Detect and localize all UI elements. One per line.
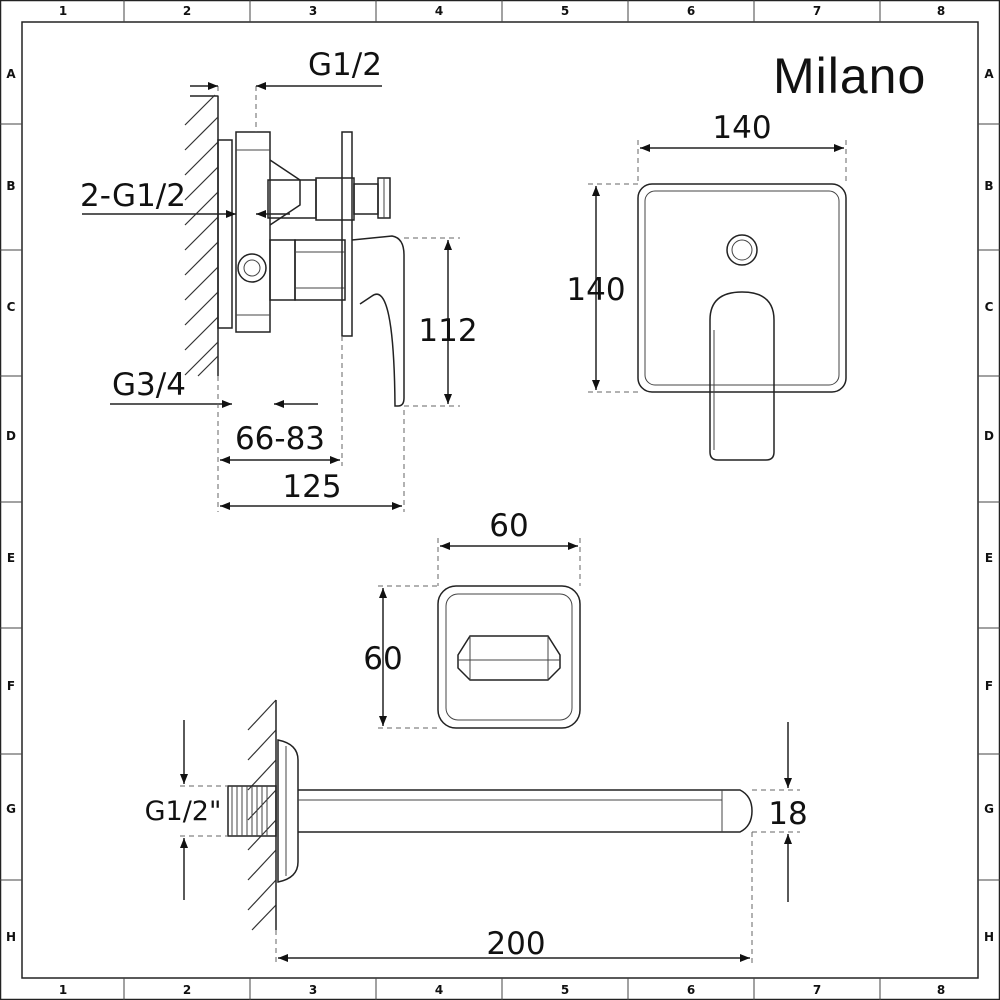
label-spout-length: 200 <box>486 926 545 962</box>
col-label-top-5: 5 <box>561 4 569 18</box>
row-label-right-B: B <box>984 179 993 193</box>
col-label-bottom-8: 8 <box>937 983 945 997</box>
col-label-top-7: 7 <box>813 4 821 18</box>
row-label-right-E: E <box>985 551 993 565</box>
spout-front-view: 60 60 <box>363 508 581 729</box>
label-spout-diameter: 18 <box>768 796 807 832</box>
row-label-right-C: C <box>985 300 994 314</box>
col-label-bottom-7: 7 <box>813 983 821 997</box>
row-label-left-H: H <box>6 930 16 944</box>
row-label-right-D: D <box>984 429 994 443</box>
label-spout-width: 60 <box>489 508 528 544</box>
row-label-left-B: B <box>6 179 15 193</box>
row-label-right-A: A <box>984 67 994 81</box>
col-label-top-8: 8 <box>937 4 945 18</box>
col-label-bottom-4: 4 <box>435 983 443 997</box>
col-label-bottom-5: 5 <box>561 983 569 997</box>
label-inlet-bottom: G3/4 <box>112 367 186 403</box>
spout-side-view: G1/2" 18 200 <box>145 699 808 966</box>
row-label-right-H: H <box>984 930 994 944</box>
label-lever-height: 112 <box>418 313 477 349</box>
row-label-right-F: F <box>985 679 993 693</box>
row-label-left-E: E <box>7 551 15 565</box>
label-depth-range: 66-83 <box>235 421 325 457</box>
col-label-bottom-2: 2 <box>183 983 191 997</box>
col-label-top-6: 6 <box>687 4 695 18</box>
label-plate-height: 140 <box>566 272 625 308</box>
label-plate-width: 140 <box>712 110 771 146</box>
col-label-top-2: 2 <box>183 4 191 18</box>
row-label-right-G: G <box>984 802 994 816</box>
row-label-left-A: A <box>6 67 16 81</box>
col-label-top-4: 4 <box>435 4 443 18</box>
label-depth-total: 125 <box>282 469 341 505</box>
label-inlet-top: G1/2 <box>308 47 382 83</box>
label-spout-thread: G1/2" <box>145 796 222 827</box>
col-label-top-3: 3 <box>309 4 317 18</box>
label-inlet-side: 2-G1/2 <box>80 178 186 214</box>
front-view-plate: 140 140 <box>566 110 847 461</box>
row-label-left-G: G <box>6 802 16 816</box>
col-label-bottom-6: 6 <box>687 983 695 997</box>
brand-logo: Milano <box>773 48 926 104</box>
col-label-bottom-3: 3 <box>309 983 317 997</box>
col-label-bottom-1: 1 <box>59 983 67 997</box>
label-spout-height: 60 <box>363 641 402 677</box>
row-label-left-D: D <box>6 429 16 443</box>
side-view-valve: G1/2 2-G1/2 G3/4 112 66-83 125 <box>80 47 478 512</box>
row-label-left-C: C <box>7 300 16 314</box>
row-label-left-F: F <box>7 679 15 693</box>
col-label-top-1: 1 <box>59 4 67 18</box>
